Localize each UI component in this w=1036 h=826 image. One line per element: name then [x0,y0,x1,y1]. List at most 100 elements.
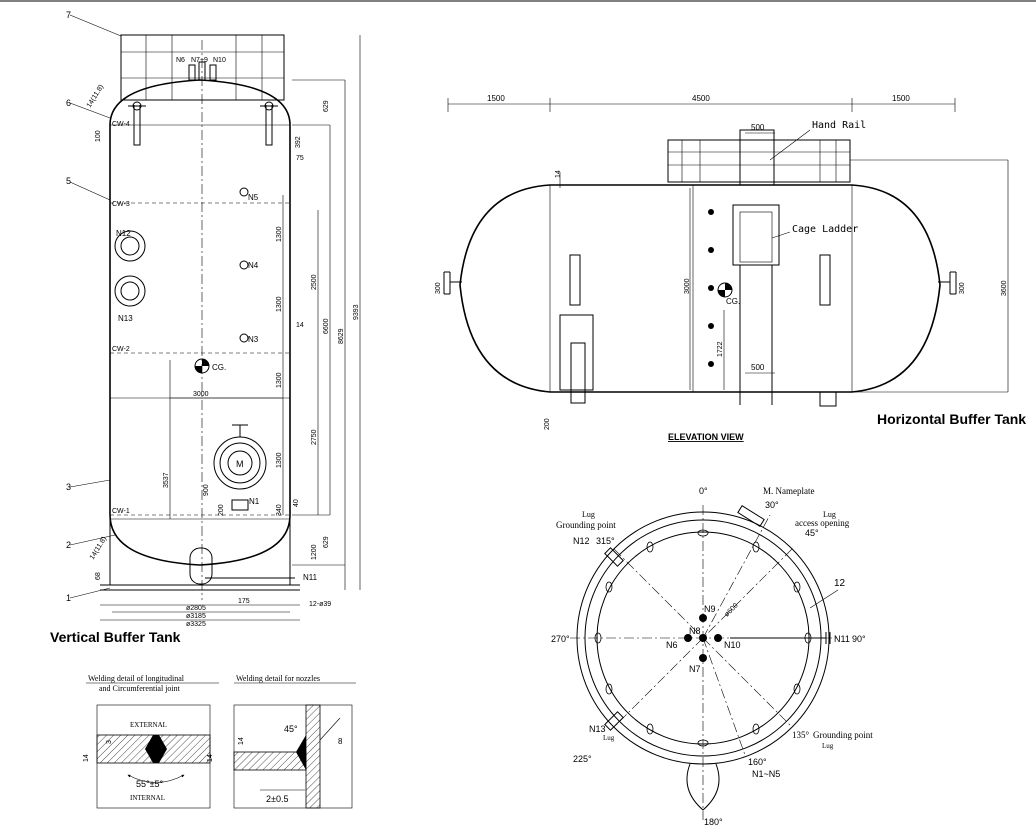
label-manhole: M [236,459,244,469]
angle-45: 45° [805,528,819,538]
label-grounding-b: Grounding point [813,730,873,740]
dim-40: 40 [293,499,300,507]
dim-d2805: ø2805 [186,605,206,612]
horizontal-tank-labels: 1500 4500 1500 500 500 14 3000 1722 3600… [435,94,1026,442]
label-cg: CG. [212,363,226,372]
label-plan-n8: N8 [689,626,701,636]
lifting-lug-a [569,254,581,306]
plan-view-labels: 0° 30° 45° 90° 135° 160° 180° 225° 270° … [551,486,873,826]
lifting-lug-left [128,105,146,146]
dim-1300-d: 1300 [276,452,283,468]
end-nozzle-right [938,271,957,295]
label-access-opening: access opening [795,518,850,528]
weld-internal: INTERNAL [130,794,165,802]
dim-340: 340 [276,504,283,516]
label-part-12: 12 [834,578,846,589]
label-plan-n6: N6 [666,640,678,650]
angle-315: 315° [596,536,615,546]
horizontal-tank-title: Horizontal Buffer Tank [877,411,1026,427]
label-n13: N13 [118,314,133,323]
dim-175: 175 [238,598,250,605]
label-grounding-a: Grounding point [556,520,616,530]
part-5: 5 [66,176,71,186]
dim-h-300-left: 300 [435,282,442,294]
part-1: 1 [66,593,71,603]
vertical-tank-title: Vertical Buffer Tank [50,629,181,645]
dim-h-3000: 3000 [684,278,691,294]
weld-long-title-1: Welding detail of longitudinal [88,674,185,683]
plate-nozzle-shell [233,751,307,771]
weld-nozzle-title: Welding detail for nozzles [236,674,320,683]
weld-details [86,682,356,809]
dim-3537: 3537 [163,472,170,488]
dim-h-300-right: 300 [959,282,966,294]
dim-75: 75 [296,155,304,162]
vertical-tank [69,14,361,621]
cage-ladder [732,204,780,405]
label-lug-d: Lug [822,742,834,750]
part-7: 7 [66,10,71,20]
dim-2500: 2500 [311,274,318,290]
dim-14: 14 [296,322,304,329]
label-n4: N4 [248,261,259,270]
label-n1-n5: N1~N5 [752,769,780,779]
horizontal-tank [443,98,1009,407]
weld-gap: 2±0.5 [266,794,288,804]
cage-ladder-label: Cage Ladder [792,224,858,235]
lifting-lug-b [819,254,831,306]
dim-6600: 6600 [323,318,330,334]
weld-dim-14b: 14 [207,754,214,762]
label-n11: N11 [303,573,318,582]
angle-270: 270° [551,634,570,644]
weld-details-labels: Welding detail of longitudinal and Circu… [83,674,343,804]
plan-view [570,505,840,820]
angle-225: 225° [573,754,592,764]
nozzle-n13-flange [114,275,146,307]
hand-rail [667,129,851,186]
dim-h-14: 14 [555,170,562,178]
weld-angle-45: 45° [284,724,298,734]
dim-392: 392 [295,136,302,148]
dim-100: 100 [95,130,102,142]
elevation-view-label: ELEVATION VIEW [668,432,744,442]
dim-h-3600: 3600 [1001,280,1008,296]
horizontal-vessel [459,184,941,393]
part-6: 6 [66,98,71,108]
label-n5: N5 [248,193,259,202]
label-n6: N6 [176,57,185,64]
saddle-left [559,314,594,391]
dim-thk-bottom: 14(11.8) [89,536,108,561]
dim-h-500-top: 500 [751,123,765,132]
label-plan-n13: N13 [589,724,606,734]
dim-h-200: 200 [544,418,551,430]
angle-180: 180° [704,817,723,826]
weld-cw2: CW-2 [112,346,130,353]
dim-1300-b: 1300 [276,296,283,312]
dim-h-4500: 4500 [692,94,710,103]
nozzle-n12-flange [114,230,146,262]
weld-dim-3: 3 [106,740,113,744]
lifting-lug-right [260,105,278,146]
weld-cw4: CW-4 [112,121,130,128]
dim-8629: 8629 [338,328,345,344]
angle-135: 135° [792,730,810,740]
dim-900: 900 [203,484,210,496]
label-lug-a: Lug [823,510,836,519]
dim-629-bottom: 629 [323,536,330,548]
label-plan-n9: N9 [704,604,716,614]
label-plan-n7: N7 [689,664,701,674]
dim-1300-c: 1300 [276,372,283,388]
label-n3: N3 [248,335,259,344]
dim-9393: 9393 [353,304,360,320]
label-cg-h: CG. [726,297,740,306]
angle-90: 90° [852,634,866,644]
label-plan-n12: N12 [573,536,590,546]
dim-d3325: ø3325 [186,621,206,628]
skirt-opening [189,547,213,585]
label-d600: ø600 [723,602,739,618]
end-nozzle-left [443,271,462,295]
dim-1200: 1200 [311,544,318,560]
weld-dim-8: 8 [338,737,343,746]
label-lug-b: Lug [603,734,615,742]
